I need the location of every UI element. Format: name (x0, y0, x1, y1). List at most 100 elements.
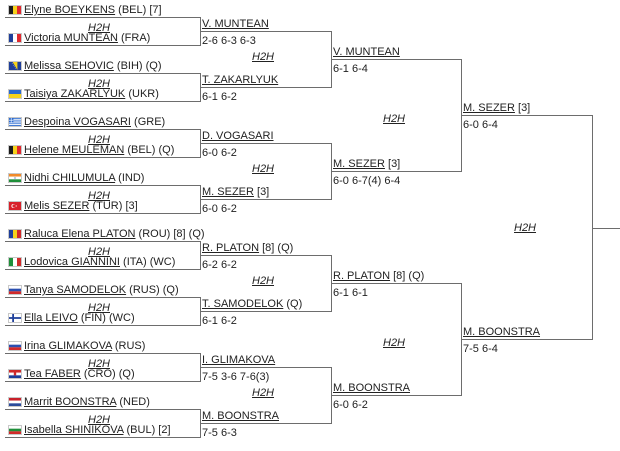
player-name-link[interactable]: T. SAMODELOK (202, 298, 284, 310)
player-label: Marrit BOONSTRA (NED) (24, 396, 150, 409)
player-name-link[interactable]: D. VOGASARI (202, 130, 274, 142)
player-label: V. MUNTEAN (333, 46, 400, 59)
h2h-link[interactable]: H2H (383, 113, 406, 125)
player-name-link[interactable]: I. GLIMAKOVA (202, 354, 276, 366)
player-seed-country: (Q) (283, 298, 303, 310)
player-label: Despoina VOGASARI (GRE) (24, 116, 165, 129)
h2h-link[interactable]: H2H (88, 302, 111, 314)
h2h-link[interactable]: H2H (383, 337, 406, 349)
match-score: 6-2 6-2 (202, 259, 237, 271)
h2h-link[interactable]: H2H (88, 22, 111, 34)
h2h-link[interactable]: H2H (252, 387, 275, 399)
draw-line (201, 311, 331, 312)
player-seed-country: (ROU) [8] (Q) (135, 228, 205, 240)
player-label: R. PLATON [8] (Q) (202, 242, 293, 255)
player-label: R. PLATON [8] (Q) (333, 270, 424, 283)
player-name-link[interactable]: M. BOONSTRA (333, 382, 411, 394)
bracket-connector (200, 297, 201, 326)
bracket-connector (200, 241, 201, 270)
player-name-link[interactable]: Tanya SAMODELOK (24, 284, 127, 296)
player-seed-country: (BUL) [2] (123, 424, 171, 436)
match-score: 6-1 6-1 (333, 287, 368, 299)
draw-line (5, 269, 200, 270)
match-score: 6-1 6-2 (202, 315, 237, 327)
player-name-link[interactable]: Marrit BOONSTRA (24, 396, 117, 408)
bracket-connector (331, 143, 332, 200)
h2h-link[interactable]: H2H (88, 78, 111, 90)
player-name-link[interactable]: Lodovica GIANNINI (24, 256, 120, 268)
bracket-connector (331, 367, 332, 424)
player-seed-country: (BIH) (Q) (113, 60, 162, 72)
draw-line (5, 353, 200, 354)
player-name-link[interactable]: M. BOONSTRA (463, 326, 541, 338)
h2h-link[interactable]: H2H (514, 222, 537, 234)
flag-icon-rus (8, 341, 22, 351)
draw-line (5, 101, 200, 102)
draw-line (5, 129, 200, 130)
player-name-link[interactable]: M. SEZER (202, 186, 254, 198)
h2h-link[interactable]: H2H (88, 358, 111, 370)
h2h-link[interactable]: H2H (88, 134, 111, 146)
bracket-connector (200, 409, 201, 438)
match-score: 7-5 6-4 (463, 343, 498, 355)
match-score: 6-0 6-2 (202, 147, 237, 159)
player-seed-country: (BEL) (Q) (124, 144, 175, 156)
player-label: V. MUNTEAN (202, 18, 269, 31)
player-label: Taisiya ZAKARLYUK (UKR) (24, 88, 159, 101)
player-name-link[interactable]: Melissa SEHOVIC (24, 60, 114, 72)
player-name-link[interactable]: R. PLATON (333, 270, 391, 282)
h2h-link[interactable]: H2H (252, 51, 275, 63)
player-name-link[interactable]: M. BOONSTRA (202, 410, 280, 422)
draw-line (5, 45, 200, 46)
match-score: 6-0 6-7(4) 6-4 (333, 175, 401, 187)
player-name-link[interactable]: M. SEZER (333, 158, 385, 170)
player-name-link[interactable]: Raluca Elena PLATON (24, 228, 136, 240)
player-seed-country: (RUS) (Q) (126, 284, 179, 296)
player-name-link[interactable]: Victoria MUNTEAN (24, 32, 118, 44)
h2h-link[interactable]: H2H (88, 246, 111, 258)
player-label: Tea FABER (CRO) (Q) (24, 368, 135, 381)
match-score: 6-1 6-2 (202, 91, 237, 103)
draw-line (5, 381, 200, 382)
h2h-link[interactable]: H2H (252, 163, 275, 175)
player-name-link[interactable]: T. ZAKARLYUK (202, 74, 279, 86)
player-name-link[interactable]: Melis SEZER (24, 200, 90, 212)
player-name-link[interactable]: Isabella SHINIKOVA (24, 424, 124, 436)
player-seed-country: (NED) (116, 396, 150, 408)
h2h-link[interactable]: H2H (88, 190, 111, 202)
player-label: Nidhi CHILUMULA (IND) (24, 172, 144, 185)
match-score: 6-1 6-4 (333, 63, 368, 75)
player-label: M. BOONSTRA (463, 326, 540, 339)
player-name-link[interactable]: Elyne BOEYKENS (24, 4, 116, 16)
player-name-link[interactable]: Tea FABER (24, 368, 81, 380)
draw-line (201, 255, 331, 256)
player-name-link[interactable]: R. PLATON (202, 242, 260, 254)
player-label: Lodovica GIANNINI (ITA) (WC) (24, 256, 175, 269)
player-name-link[interactable]: V. MUNTEAN (202, 18, 269, 30)
bracket-connector (461, 59, 462, 172)
player-seed-country: (CRO) (Q) (80, 368, 135, 380)
bracket-connector (200, 73, 201, 102)
draw-line (332, 59, 461, 60)
player-label: M. BOONSTRA (202, 410, 279, 423)
player-name-link[interactable]: V. MUNTEAN (333, 46, 400, 58)
player-name-link[interactable]: Taisiya ZAKARLYUK (24, 88, 126, 100)
player-name-link[interactable]: Despoina VOGASARI (24, 116, 131, 128)
player-name-link[interactable]: Helene MEULEMAN (24, 144, 125, 156)
player-name-link[interactable]: Irina GLIMAKOVA (24, 340, 112, 352)
flag-icon-ukr (8, 89, 22, 99)
draw-line (5, 297, 200, 298)
draw-line (332, 171, 461, 172)
flag-icon-tur (8, 201, 22, 211)
flag-icon-rou (8, 229, 22, 239)
flag-icon-fin (8, 313, 22, 323)
player-name-link[interactable]: Nidhi CHILUMULA (24, 172, 116, 184)
h2h-link[interactable]: H2H (252, 275, 275, 287)
player-name-link[interactable]: M. SEZER (463, 102, 515, 114)
bracket-connector (331, 255, 332, 312)
h2h-link[interactable]: H2H (88, 414, 111, 426)
draw-line (332, 283, 461, 284)
match-score: 6-0 6-2 (202, 203, 237, 215)
player-name-link[interactable]: Ella LEIVO (24, 312, 78, 324)
player-seed-country: [3] (514, 102, 531, 114)
